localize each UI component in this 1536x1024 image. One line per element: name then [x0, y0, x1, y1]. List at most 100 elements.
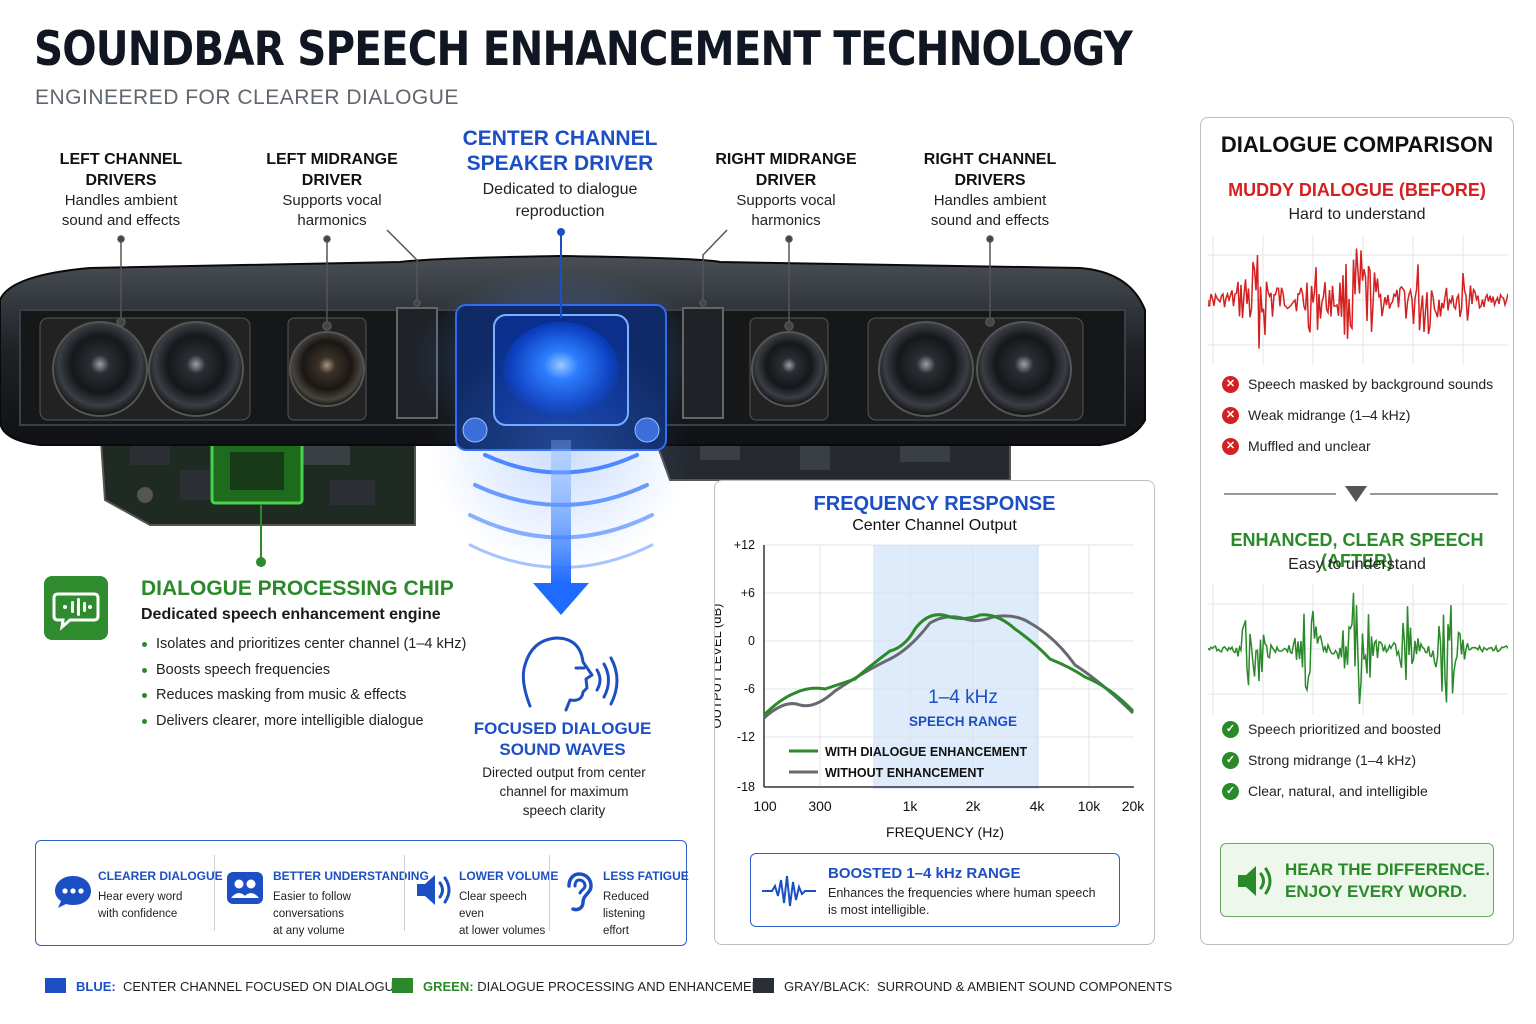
focused-waves-title: FOCUSED DIALOGUE SOUND WAVES [473, 719, 652, 759]
boost-title: BOOSTED 1–4 kHz RANGE [828, 865, 1021, 882]
after-item: Clear, natural, and intelligible [1248, 783, 1428, 799]
focused-waves-desc: Directed output from center channel for … [482, 765, 646, 818]
benefit-title: BETTER UNDERSTANDING [273, 869, 429, 883]
callout-right-midrange-title: RIGHT MIDRANGE DRIVER [715, 151, 857, 189]
benefit-lower-volume: LOWER VOLUME Clear speech even at lower … [404, 841, 558, 945]
x-mark-icon: ✕ [1222, 407, 1239, 424]
callout-left-channel: LEFT CHANNEL DRIVERS Handles ambient sou… [41, 149, 201, 231]
down-arrow-divider [1224, 486, 1498, 502]
boosted-range-box: BOOSTED 1–4 kHz RANGE Enhances the frequ… [750, 853, 1120, 927]
benefit-desc: Reduced listening effort [603, 891, 650, 937]
comparison-title: DIALOGUE COMPARISON [1220, 132, 1494, 157]
hear-difference-banner: HEAR THE DIFFERENCE. ENJOY EVERY WORD. [1220, 843, 1494, 917]
waveform-icon [760, 874, 818, 913]
chip-title: DIALOGUE PROCESSING CHIP [141, 577, 454, 600]
benefit-less-fatigue: LESS FATIGUE Reduced listening effort [549, 841, 689, 945]
dialogue-chip [210, 436, 304, 505]
after-title: ENHANCED, CLEAR SPEECH (AFTER) [1230, 530, 1484, 571]
check-mark-icon: ✓ [1222, 721, 1239, 738]
callout-left-channel-desc: Handles ambient sound and effects [61, 192, 181, 229]
before-item: Weak midrange (1–4 kHz) [1248, 407, 1411, 423]
x-axis-label: FREQUENCY (Hz) [886, 824, 1004, 840]
people-icon [226, 871, 264, 910]
list-item: Isolates and prioritizes center channel … [141, 636, 466, 662]
callout-left-channel-title: LEFT CHANNEL DRIVERS [59, 151, 183, 189]
speaker-icon [414, 871, 454, 914]
y-tick: +6 [741, 586, 755, 600]
before-item: Muffled and unclear [1248, 438, 1371, 454]
x-tick: 4k [1030, 798, 1046, 814]
hear-difference-text: HEAR THE DIFFERENCE. ENJOY EVERY WORD. [1285, 860, 1490, 901]
before-title: MUDDY DIALOGUE (BEFORE) [1228, 180, 1486, 200]
x-tick: 300 [808, 798, 832, 814]
clear-waveform [1208, 584, 1508, 714]
benefit-desc: Easier to follow conversations at any vo… [273, 891, 351, 937]
ear-icon [561, 871, 595, 918]
legend-key: GRAY/BLACK: [784, 979, 870, 994]
callout-left-midrange-title: LEFT MIDRANGE DRIVER [266, 151, 398, 189]
after-item: Speech prioritized and boosted [1248, 721, 1442, 737]
right-tweeter-housing [682, 307, 724, 419]
callout-right-midrange-desc: Supports vocal harmonics [736, 192, 836, 229]
list-item: Boosts speech frequencies [141, 662, 466, 688]
page-title: SOUNDBAR SPEECH ENHANCEMENT TECHNOLOGY [34, 22, 1133, 77]
list-item: Delivers clearer, more intelligible dial… [141, 713, 466, 739]
y-tick: -18 [737, 780, 755, 794]
y-ticks: +12 +6 0 -6 -12 -18 [734, 538, 755, 794]
chip-subtitle: Dedicated speech enhancement engine [141, 606, 441, 623]
with-enhancement-line [762, 613, 1135, 717]
frequency-response-panel: FREQUENCY RESPONSE Center Channel Output… [714, 480, 1155, 945]
speech-band [873, 545, 1039, 789]
callout-right-channel-desc: Handles ambient sound and effects [930, 192, 1050, 229]
frequency-chart: +12 +6 0 -6 -12 -18 100 300 1k 2k 4k 10k… [715, 538, 1145, 840]
x-ticks: 100 300 1k 2k 4k 10k 20k [753, 798, 1145, 814]
right-midrange-driver [749, 317, 829, 421]
legend-with-enhancement: WITH DIALOGUE ENHANCEMENT [825, 745, 1027, 759]
x-mark-icon: ✕ [1222, 438, 1239, 455]
before-item: Speech masked by background sounds [1248, 376, 1494, 392]
callout-left-midrange-desc: Supports vocal harmonics [282, 192, 382, 229]
benefit-clearer-dialogue: CLEARER DIALOGUE Hear every word with co… [36, 841, 223, 945]
speaking-head-icon [521, 636, 619, 712]
chip-feature-list: Isolates and prioritizes center channel … [141, 636, 466, 738]
legend-text: SURROUND & AMBIENT SOUND COMPONENTS [876, 979, 1173, 994]
benefit-desc: Clear speech even at lower volumes [459, 891, 546, 937]
dialogue-arrow [533, 440, 589, 615]
callout-right-channel-title: RIGHT CHANNEL DRIVERS [923, 151, 1057, 189]
legend-text: CENTER CHANNEL FOCUSED ON DIALOGUE [122, 979, 403, 994]
callout-left-midrange: LEFT MIDRANGE DRIVER Supports vocal harm… [252, 149, 412, 231]
callout-right-channel: RIGHT CHANNEL DRIVERS Handles ambient so… [910, 149, 1070, 231]
before-subtitle: Hard to understand [1288, 206, 1426, 223]
right-channel-drivers [867, 317, 1084, 421]
chat-bubble-icon [53, 871, 93, 916]
dialogue-comparison-panel: DIALOGUE COMPARISON MUDDY DIALOGUE (BEFO… [1200, 117, 1514, 945]
legend-green: GREEN: DIALOGUE PROCESSING AND ENHANCEME… [392, 978, 769, 998]
benefit-title: LESS FATIGUE [603, 869, 689, 883]
check-mark-icon: ✓ [1222, 783, 1239, 800]
y-tick: +12 [734, 538, 755, 552]
benefit-better-understanding: BETTER UNDERSTANDING Easier to follow co… [214, 841, 429, 945]
chat-waveform-icon [44, 576, 108, 640]
benefit-desc: Hear every word with confidence [98, 891, 183, 920]
muddy-waveform [1208, 235, 1508, 365]
callout-right-midrange: RIGHT MIDRANGE DRIVER Supports vocal har… [706, 149, 866, 231]
frequency-subtitle: Center Channel Output [852, 517, 1017, 534]
x-tick: 20k [1122, 798, 1146, 814]
frequency-title: FREQUENCY RESPONSE [813, 493, 1056, 515]
x-mark-icon: ✕ [1222, 376, 1239, 393]
benefit-title: LOWER VOLUME [459, 869, 559, 883]
legend-without-enhancement: WITHOUT ENHANCEMENT [825, 766, 984, 780]
x-tick: 1k [903, 798, 919, 814]
y-tick: 0 [748, 634, 755, 648]
x-tick: 10k [1078, 798, 1102, 814]
boost-desc: Enhances the frequencies where human spe… [828, 886, 1096, 917]
left-midrange-driver [287, 317, 367, 421]
callout-center-title: CENTER CHANNEL SPEAKER DRIVER [462, 127, 658, 175]
callout-center-desc: Dedicated to dialogue reproduction [482, 181, 638, 220]
check-mark-icon: ✓ [1222, 752, 1239, 769]
legend-key: GREEN: [423, 979, 474, 994]
benefit-title: CLEARER DIALOGUE [98, 869, 223, 883]
benefits-strip: CLEARER DIALOGUE Hear every word with co… [35, 840, 689, 946]
legend-key: BLUE: [76, 979, 116, 994]
